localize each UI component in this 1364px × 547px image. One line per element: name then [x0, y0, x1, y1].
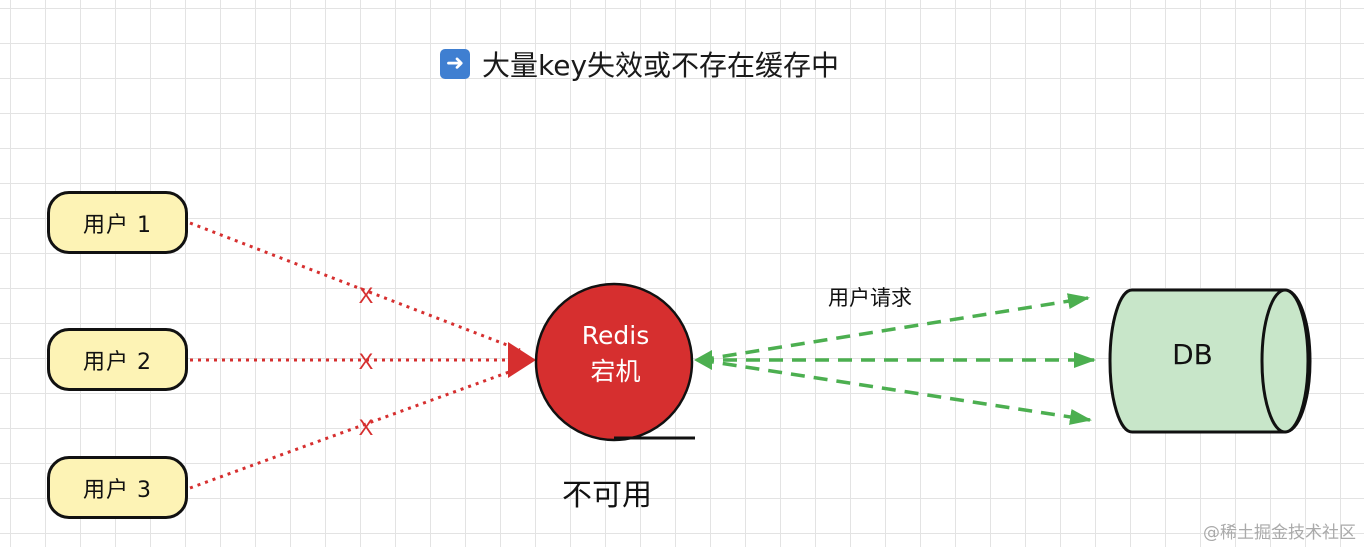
diagram-title: ➜ 大量key失效或不存在缓存中 — [440, 44, 839, 84]
blocked-marker-1: X — [359, 283, 374, 308]
user-node-2: 用户 2 — [47, 328, 188, 391]
redis-node — [534, 282, 694, 442]
redis-state: 宕机 — [590, 357, 641, 386]
redis-status-label: 不可用 — [562, 478, 652, 513]
user-node-label: 用户 1 — [83, 212, 152, 238]
diagram-title-text: 大量key失效或不存在缓存中 — [482, 49, 840, 82]
blocked-marker-2: X — [359, 349, 374, 374]
blocked-arrowhead — [508, 342, 536, 378]
user-node-label: 用户 3 — [83, 477, 152, 503]
request-line-bottom — [699, 358, 1092, 425]
redis-name: Redis — [581, 321, 650, 350]
request-line-top — [699, 293, 1090, 362]
request-arrowhead-back — [694, 350, 712, 370]
blocked-line-user3 — [189, 366, 521, 490]
user-node-1: 用户 1 — [47, 191, 188, 254]
watermark: @稀土掘金技术社区 — [1203, 523, 1356, 543]
redis-node-label: Redis 宕机 — [538, 318, 693, 390]
db-node-cap — [1260, 288, 1310, 434]
blocked-marker-3: X — [359, 415, 374, 440]
db-label: DB — [1172, 338, 1213, 371]
right-arrow-icon: ➜ — [440, 49, 470, 79]
user-node-3: 用户 3 — [47, 456, 188, 519]
blocked-line-user1 — [189, 221, 521, 352]
user-node-label: 用户 2 — [83, 349, 152, 375]
request-label: 用户请求 — [828, 286, 912, 310]
